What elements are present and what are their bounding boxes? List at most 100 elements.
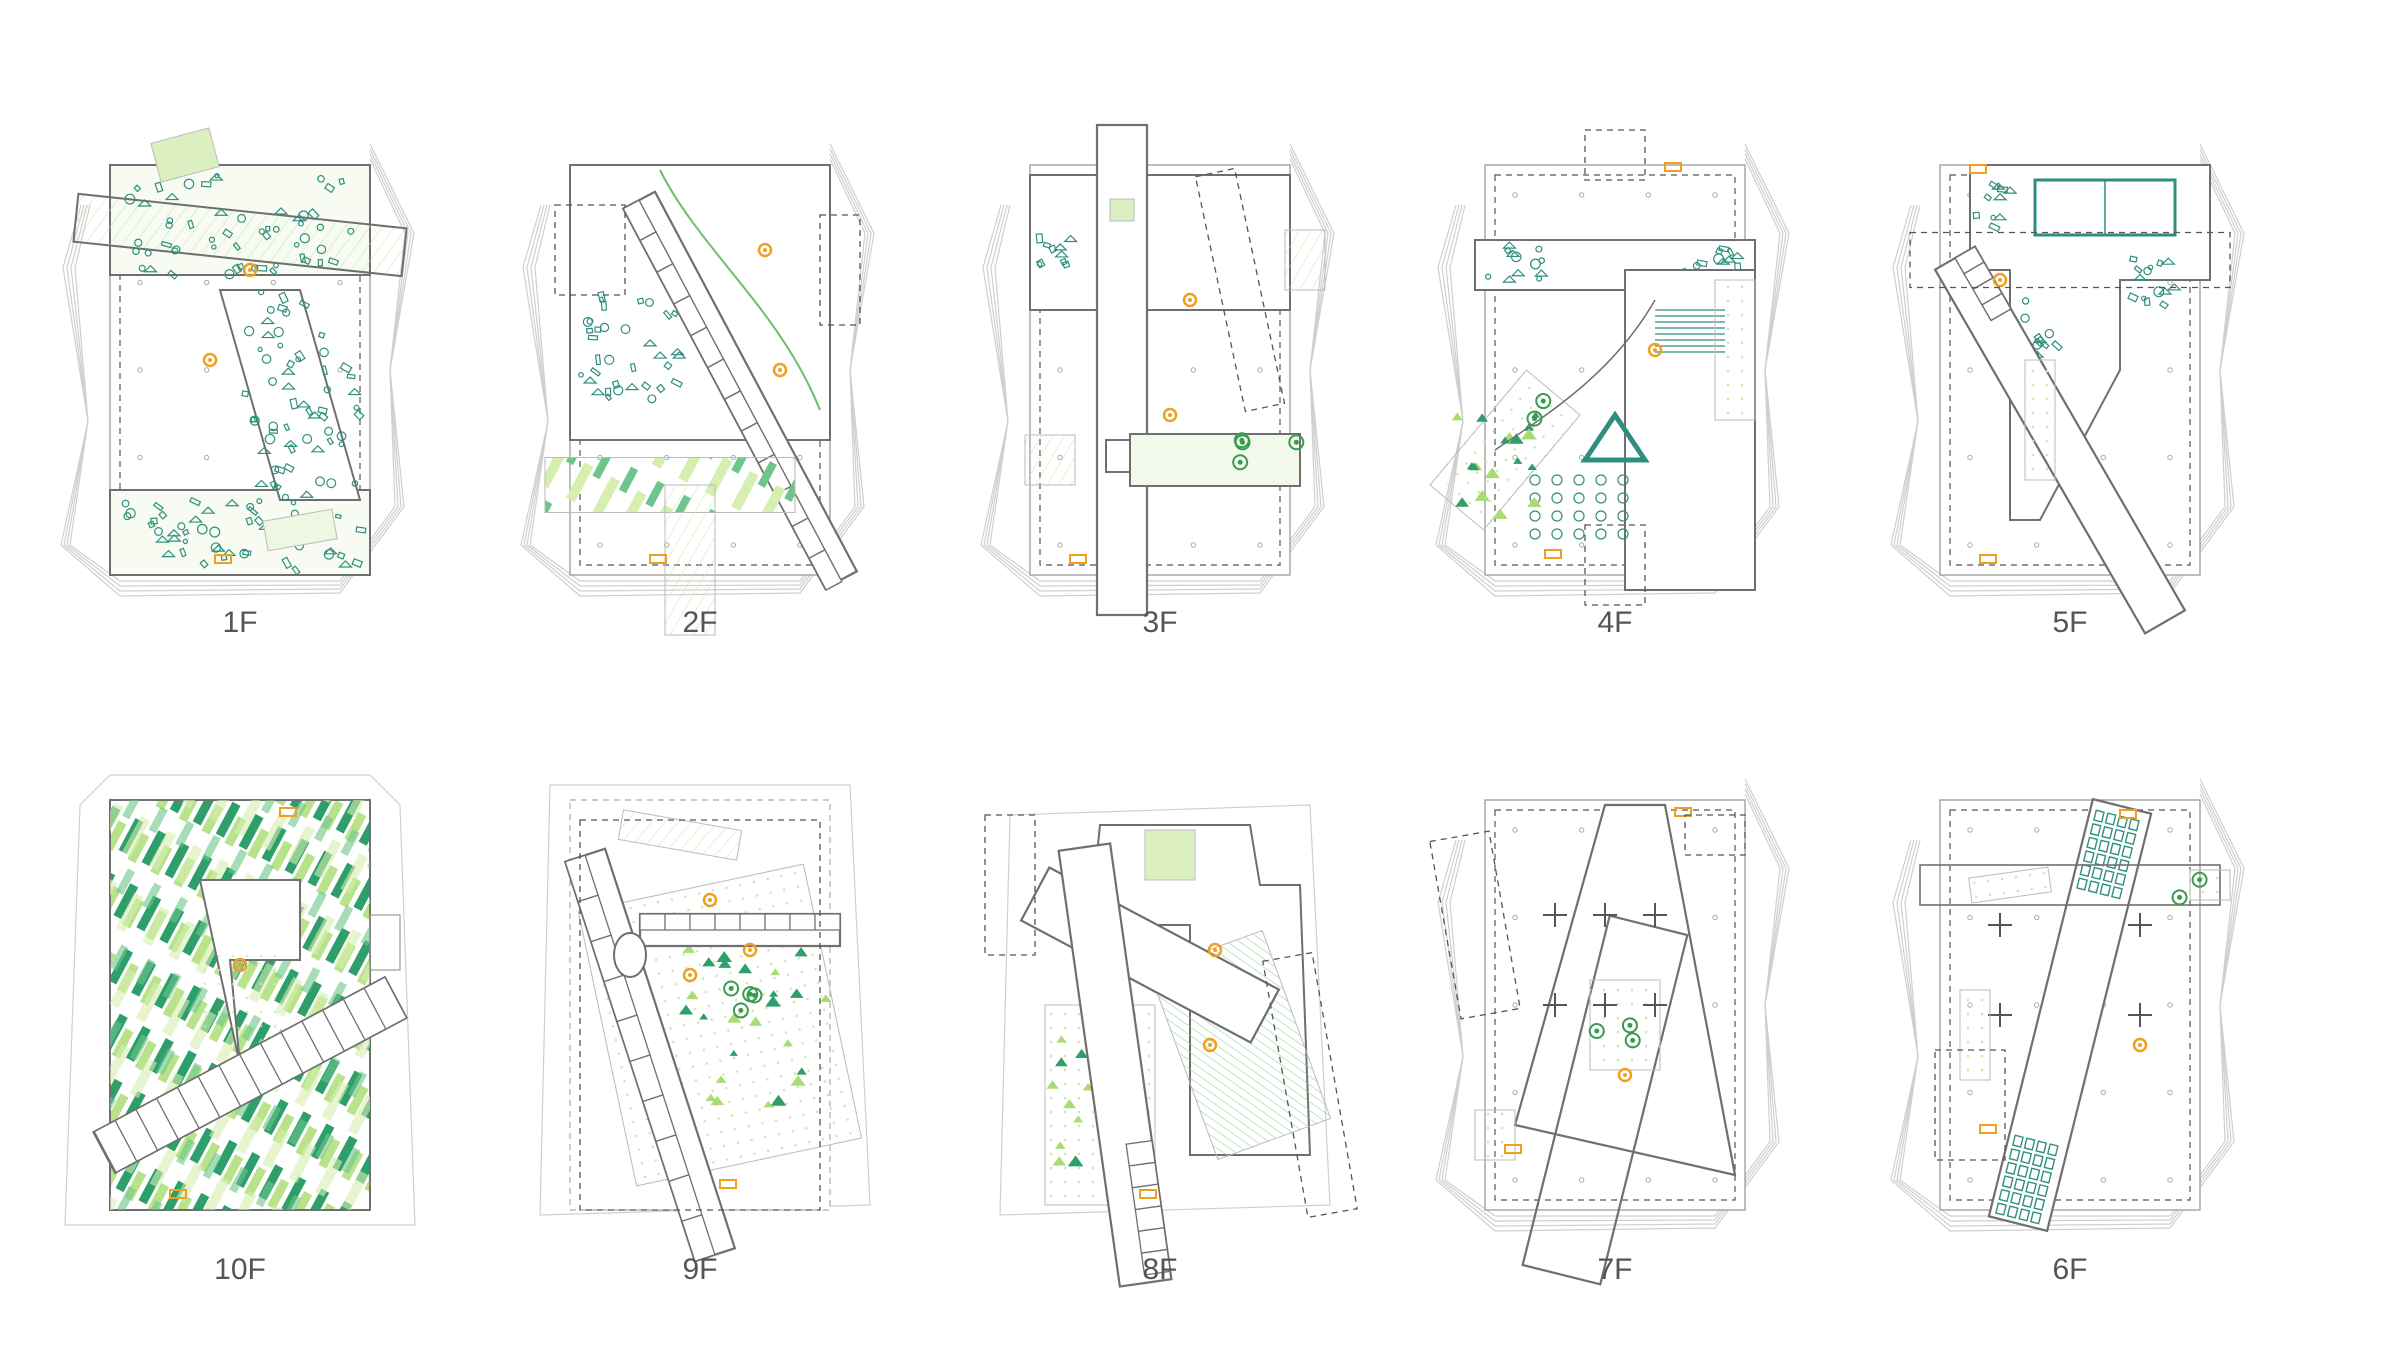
- furniture-mark: [326, 436, 335, 446]
- column-marker: [1257, 542, 1263, 548]
- seat-cell: [2011, 1134, 2024, 1148]
- dashed-projection: [1584, 524, 1646, 606]
- furniture-mark: [124, 193, 136, 205]
- furniture-mark: [2153, 286, 2165, 298]
- site-context-line: [1899, 158, 2236, 582]
- floor-plan-7f: [1429, 778, 1790, 1286]
- column-marker: [1512, 1002, 1518, 1008]
- seat-cell: [2023, 1137, 2036, 1151]
- furniture-mark: [295, 356, 302, 363]
- site-context-line: [1438, 783, 1787, 1227]
- furniture-mark: [620, 324, 631, 335]
- planting-triangle: [710, 1095, 725, 1106]
- column-marker: [1190, 367, 1197, 373]
- furniture-mark: [179, 547, 187, 558]
- dashed-projection: [579, 819, 821, 1211]
- column-marker: [1967, 454, 1973, 461]
- furniture-mark: [299, 490, 315, 498]
- furniture-mark: [324, 182, 336, 194]
- column-cross: [1593, 903, 1617, 927]
- furniture-mark: [273, 207, 289, 215]
- column-cross: [2128, 913, 2152, 937]
- stair-core-marker: [1202, 1037, 1218, 1053]
- seat-cell: [2010, 1191, 2022, 1206]
- seat-cell: [2020, 1150, 2033, 1165]
- column-marker: [1712, 827, 1718, 833]
- column-marker: [1578, 367, 1585, 373]
- furniture-mark: [268, 377, 278, 386]
- furniture-mark: [268, 421, 279, 432]
- furniture-mark: [307, 411, 323, 419]
- tree-core: [1239, 437, 1245, 443]
- column-marker: [1512, 542, 1518, 548]
- furniture-mark: [1036, 261, 1043, 267]
- round-pavilion: [613, 932, 647, 978]
- furniture-mark: [258, 228, 266, 235]
- seat-cell: [2021, 1194, 2034, 1208]
- furniture-mark: [624, 382, 640, 391]
- furniture-mark: [2132, 273, 2148, 282]
- green-terrace: [1129, 433, 1301, 487]
- floor-label-6f: 6F: [2052, 1253, 2088, 1286]
- green-terrace: [1959, 989, 1991, 1081]
- bar-outline: [1521, 914, 1689, 1286]
- seat-cell: [2018, 1208, 2031, 1222]
- room-cell: [814, 913, 841, 931]
- furniture-mark: [2032, 335, 2048, 344]
- stair-core-dot: [208, 358, 212, 362]
- floor-plan-3f: [980, 123, 1335, 617]
- furniture-mark: [1533, 269, 1549, 277]
- column-cross: [1988, 913, 2012, 937]
- tree-icon: [1588, 1022, 1605, 1039]
- column-marker: [797, 454, 803, 461]
- furniture-mark: [243, 325, 255, 337]
- furniture-mark: [166, 534, 182, 542]
- furniture-mark: [663, 361, 673, 371]
- column-marker: [1967, 1177, 1973, 1183]
- seat-cell: [1998, 1188, 2011, 1203]
- furniture-mark: [182, 538, 189, 545]
- furniture-mark: [290, 499, 297, 506]
- entrance-marker: [1674, 807, 1692, 817]
- crossing-bridge: [72, 192, 408, 278]
- furniture-mark: [1992, 212, 2008, 221]
- furniture-mark: [1992, 192, 2008, 201]
- room-cell: [93, 1119, 138, 1174]
- furniture-mark: [188, 515, 204, 523]
- furniture-mark: [2020, 313, 2030, 323]
- seat-cell: [2097, 839, 2110, 853]
- table-seat: [1595, 510, 1607, 522]
- furniture-mark: [334, 513, 342, 520]
- column-marker: [2167, 827, 2173, 833]
- tree-core: [728, 985, 734, 991]
- entrance-marker: [214, 554, 232, 564]
- furniture-mark: [277, 342, 284, 349]
- furniture-mark: [307, 208, 320, 221]
- furniture-mark: [642, 339, 658, 347]
- furniture-mark: [199, 559, 209, 569]
- furniture-mark: [1990, 182, 2006, 190]
- dashed-projection: [554, 204, 626, 296]
- diagonal-room-bar: [1933, 245, 2187, 635]
- planting-triangle: [765, 995, 781, 1007]
- seat-cell: [2035, 1140, 2048, 1154]
- furniture-mark: [670, 347, 685, 356]
- furniture-mark: [208, 236, 216, 243]
- seat-cell: [2121, 845, 2134, 859]
- furniture-mark: [338, 441, 345, 448]
- furniture-mark: [293, 241, 300, 248]
- furniture-mark: [355, 526, 367, 534]
- furniture-mark: [246, 502, 255, 511]
- furniture-mark: [166, 217, 174, 225]
- furniture-mark: [670, 309, 679, 318]
- furniture-mark: [239, 548, 250, 559]
- furniture-mark: [160, 240, 173, 249]
- column-cross: [1643, 993, 1667, 1017]
- furniture-mark: [1059, 257, 1068, 267]
- planting-triangle: [1451, 412, 1463, 421]
- furniture-mark: [2140, 295, 2147, 302]
- furniture-mark: [324, 426, 334, 436]
- furniture-mark: [296, 400, 312, 408]
- tree-core: [1630, 1037, 1636, 1043]
- furniture-mark: [224, 269, 235, 280]
